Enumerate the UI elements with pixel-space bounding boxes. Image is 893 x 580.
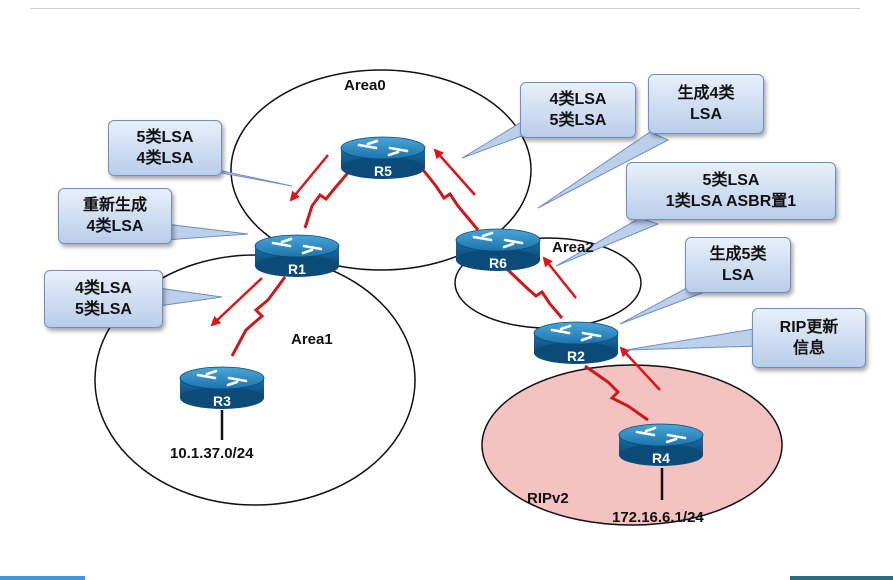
callout-pointer-c5	[537, 131, 670, 209]
link-r5-r1	[303, 167, 354, 229]
callout-pointer-c6	[555, 217, 660, 267]
router-r6[interactable]: R6	[455, 228, 541, 271]
area1-label: Area1	[291, 331, 333, 348]
callout-line: LSA	[690, 106, 722, 123]
router-r4[interactable]: R4	[618, 423, 704, 466]
callout-pointer-c2	[164, 223, 249, 241]
area0-ellipse	[230, 69, 532, 271]
area2-label: Area2	[552, 239, 594, 256]
callout-line: 5类LSA	[136, 129, 194, 146]
r4-network-label: 172.16.6.1/24	[612, 509, 704, 526]
callout-line: 生成4类	[677, 85, 735, 102]
r3-network-label: 10.1.37.0/24	[170, 445, 254, 462]
router-label: R2	[567, 348, 585, 364]
callout-line: 信息	[792, 340, 825, 357]
callout-r2-to-r6: 5类LSA 1类LSA ASBR置1	[626, 162, 836, 220]
callout-r2-generate: 生成5类 LSA	[685, 237, 791, 293]
area0-label: Area0	[344, 77, 386, 94]
callout-line: 4类LSA	[75, 280, 132, 297]
top-divider	[30, 8, 860, 9]
arrow-r4-to-r2	[619, 346, 661, 391]
router-r2[interactable]: R2	[533, 321, 619, 364]
arrow-r6-to-r5	[433, 148, 476, 196]
callout-line: 5类LSA	[702, 172, 760, 189]
router-label: R3	[213, 393, 231, 409]
callout-r6-generate: 生成4类 LSA	[648, 74, 764, 134]
callout-line: 重新生成	[82, 197, 147, 214]
callout-line: RIP更新	[779, 319, 839, 336]
arrow-r5-to-r1	[289, 154, 329, 202]
callout-r1-to-r3: 4类LSA 5类LSA	[44, 270, 163, 328]
callout-line: 生成5类	[709, 246, 767, 263]
bottom-accent-right	[790, 576, 893, 580]
router-r3[interactable]: R3	[179, 366, 265, 409]
router-label: R6	[489, 255, 507, 271]
callout-line: 5类LSA	[549, 112, 607, 129]
router-label: R5	[374, 163, 392, 179]
callout-r6-to-r5: 4类LSA 5类LSA	[520, 82, 636, 138]
callout-line: 4类LSA	[136, 150, 194, 167]
arrow-r2-to-r6	[542, 256, 577, 299]
callout-line: 1类LSA ASBR置1	[665, 193, 797, 210]
link-r6-r2	[506, 268, 564, 319]
arrow-r1-to-r3	[210, 277, 263, 327]
callout-pointer-c8	[625, 327, 761, 351]
callout-r1-regenerate: 重新生成 4类LSA	[58, 188, 172, 244]
router-label: R1	[288, 261, 306, 277]
callout-rip-update: RIP更新 信息	[752, 308, 866, 368]
callout-line: 4类LSA	[549, 91, 607, 108]
link-r1-r3	[230, 276, 287, 357]
router-label: R4	[652, 450, 670, 466]
link-r2-r4	[584, 364, 649, 422]
callout-r5-to-r1: 5类LSA 4类LSA	[108, 120, 222, 176]
router-r5[interactable]: R5	[340, 136, 426, 179]
rip-label: RIPv2	[527, 490, 569, 507]
link-r5-r6	[418, 165, 480, 231]
callout-line: 4类LSA	[86, 218, 144, 235]
bottom-accent-left	[0, 576, 85, 580]
router-r1[interactable]: R1	[254, 234, 340, 277]
callout-line: LSA	[722, 267, 754, 284]
callout-line: 5类LSA	[75, 301, 132, 318]
callout-pointer-c3	[157, 287, 223, 307]
